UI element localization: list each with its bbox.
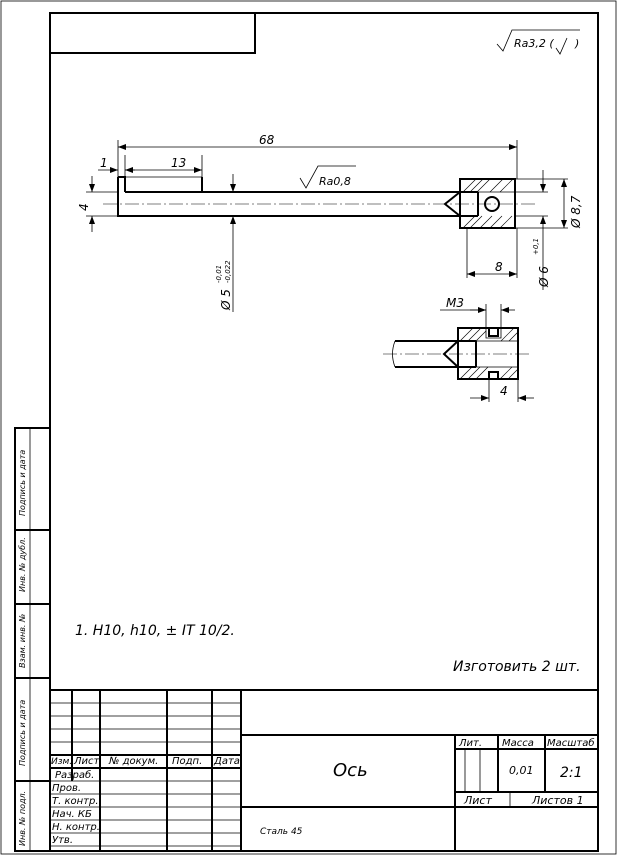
side-orig-inv: Инв. № подл.: [18, 791, 27, 846]
role-developer: Разраб.: [55, 769, 94, 781]
dim-thread: M3: [446, 296, 464, 310]
part-name: Ось: [333, 760, 368, 781]
col-header-izm: Изм.: [51, 757, 72, 767]
role-head-kb: Нач. КБ: [52, 809, 92, 820]
col-header-date: Дата: [213, 756, 240, 767]
dim-shaft-upper-tol: -0,01: [215, 265, 223, 283]
dim-head-length: 8: [495, 260, 503, 274]
col-header-doc: № докум.: [108, 756, 158, 767]
dim-offset: 1: [100, 156, 108, 170]
surface-roughness-text: Ra0,8: [319, 175, 351, 188]
sheets-label: Листов 1: [531, 794, 584, 807]
scale-label: Масштаб: [547, 737, 595, 749]
scale-value: 2:1: [560, 765, 583, 781]
section-view: M3 4: [383, 296, 534, 402]
sheet-label: Лист: [463, 794, 492, 807]
title-block: Изм. Лист № докум. Подп. Дата Разраб. Пр…: [50, 689, 598, 851]
side-sign-date-1: Подпись и дата: [18, 450, 27, 516]
dim-total-length: 68: [259, 133, 275, 147]
col-header-list: Лист: [73, 756, 101, 767]
general-roughness-text: Ra3,2 (: [514, 37, 554, 50]
role-tech-control: Т. контр.: [52, 796, 99, 807]
side-sign-date-2: Подпись и дата: [18, 700, 27, 766]
side-stamp: Подпись и дата Инв. № дубл. Взам. инв. №…: [14, 427, 51, 852]
tolerance-note: 1. H10, h10, ± IT 10/2.: [75, 623, 235, 639]
top-left-box: [50, 13, 256, 54]
side-replace-inv: Взам. инв. №: [18, 614, 27, 668]
dim-thread-offset: 4: [500, 384, 508, 398]
mass-value: 0,01: [509, 764, 534, 777]
material: Сталь 45: [260, 827, 303, 837]
quantity-note: Изготовить 2 шт.: [453, 659, 581, 675]
lit-label: Лит.: [458, 738, 482, 749]
side-dup-inv: Инв. № дубл.: [18, 537, 27, 592]
role-approved: Утв.: [52, 835, 73, 846]
dim-hole-tol: +0,1: [532, 238, 540, 255]
mass-label: Масса: [502, 738, 534, 749]
general-roughness-mark: Ra3,2 ( ): [496, 29, 580, 55]
col-header-sign: Подп.: [172, 756, 202, 767]
dim-flat-length: 13: [171, 156, 186, 170]
drawing-frame: [49, 12, 599, 852]
role-checker: Пров.: [52, 783, 81, 794]
dim-hole-diameter: Ø 6: [537, 266, 551, 288]
general-roughness-close: ): [574, 37, 579, 50]
dim-shaft-lower-tol: -0,022: [224, 260, 232, 283]
dim-shaft-diameter: Ø 5: [219, 289, 233, 311]
dim-flat-depth: 4: [77, 203, 91, 211]
dim-head-diameter: Ø 8,7: [569, 195, 583, 229]
role-norm-control: Н. контр.: [52, 822, 100, 833]
main-view: 68 13 1 4 Ra0,8 Ø 5 -0,01 -0,022 8 Ø 8,7…: [77, 133, 583, 312]
